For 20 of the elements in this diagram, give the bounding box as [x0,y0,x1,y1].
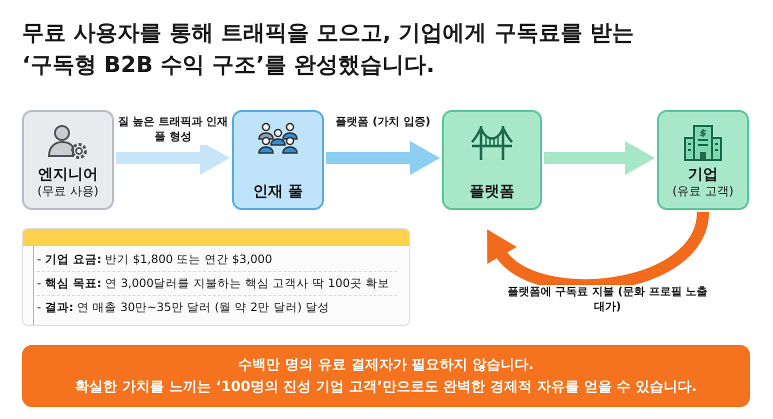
process-box [442,110,542,210]
node-title: 기업 [688,165,718,183]
node-subtitle: (무료 사용) [37,183,99,200]
banner-text: 확실한 가치를 느끼는 ‘100명의 진성 기업 고객’만으로도 완벽한 경제적 자유를 얻을 수 있습니다. [75,378,697,397]
node-subtitle: (유료 고객) [672,183,734,200]
process-box [657,110,749,210]
arrow [326,141,440,175]
bullet-text: - 결과: 연 매출 30만~35만 달러 (월 약 2만 달러) 달성 [37,300,330,315]
arrow [544,141,655,175]
process-box [22,110,114,210]
node-title: 인재 풀 [252,182,304,200]
node-title: 엔지니어 [38,165,98,183]
title: 무료 사용자를 통해 트래픽을 모으고, 기업에게 구독료를 받는 ‘구독형 B2B 수익 구조’를 완성했습니다. [22,20,635,80]
bullet-text: - 기업 요금: 반기 $1,800 또는 연간 $3,000 [37,252,272,267]
message-banner [22,345,750,407]
banner-text: 수백만 명의 유료 결제자가 필요하지 않습니다. [238,356,534,375]
bullet-text: - 핵심 목표: 연 3,000달러를 지불하는 핵심 고객사 딱 100곳 확보 [37,276,390,291]
node-title: 플랫폼 [470,182,514,200]
process-box [232,110,324,210]
edge-label: 플랫폼에 구독료 지불 (문화 프로필 노출 대가) [507,285,708,315]
